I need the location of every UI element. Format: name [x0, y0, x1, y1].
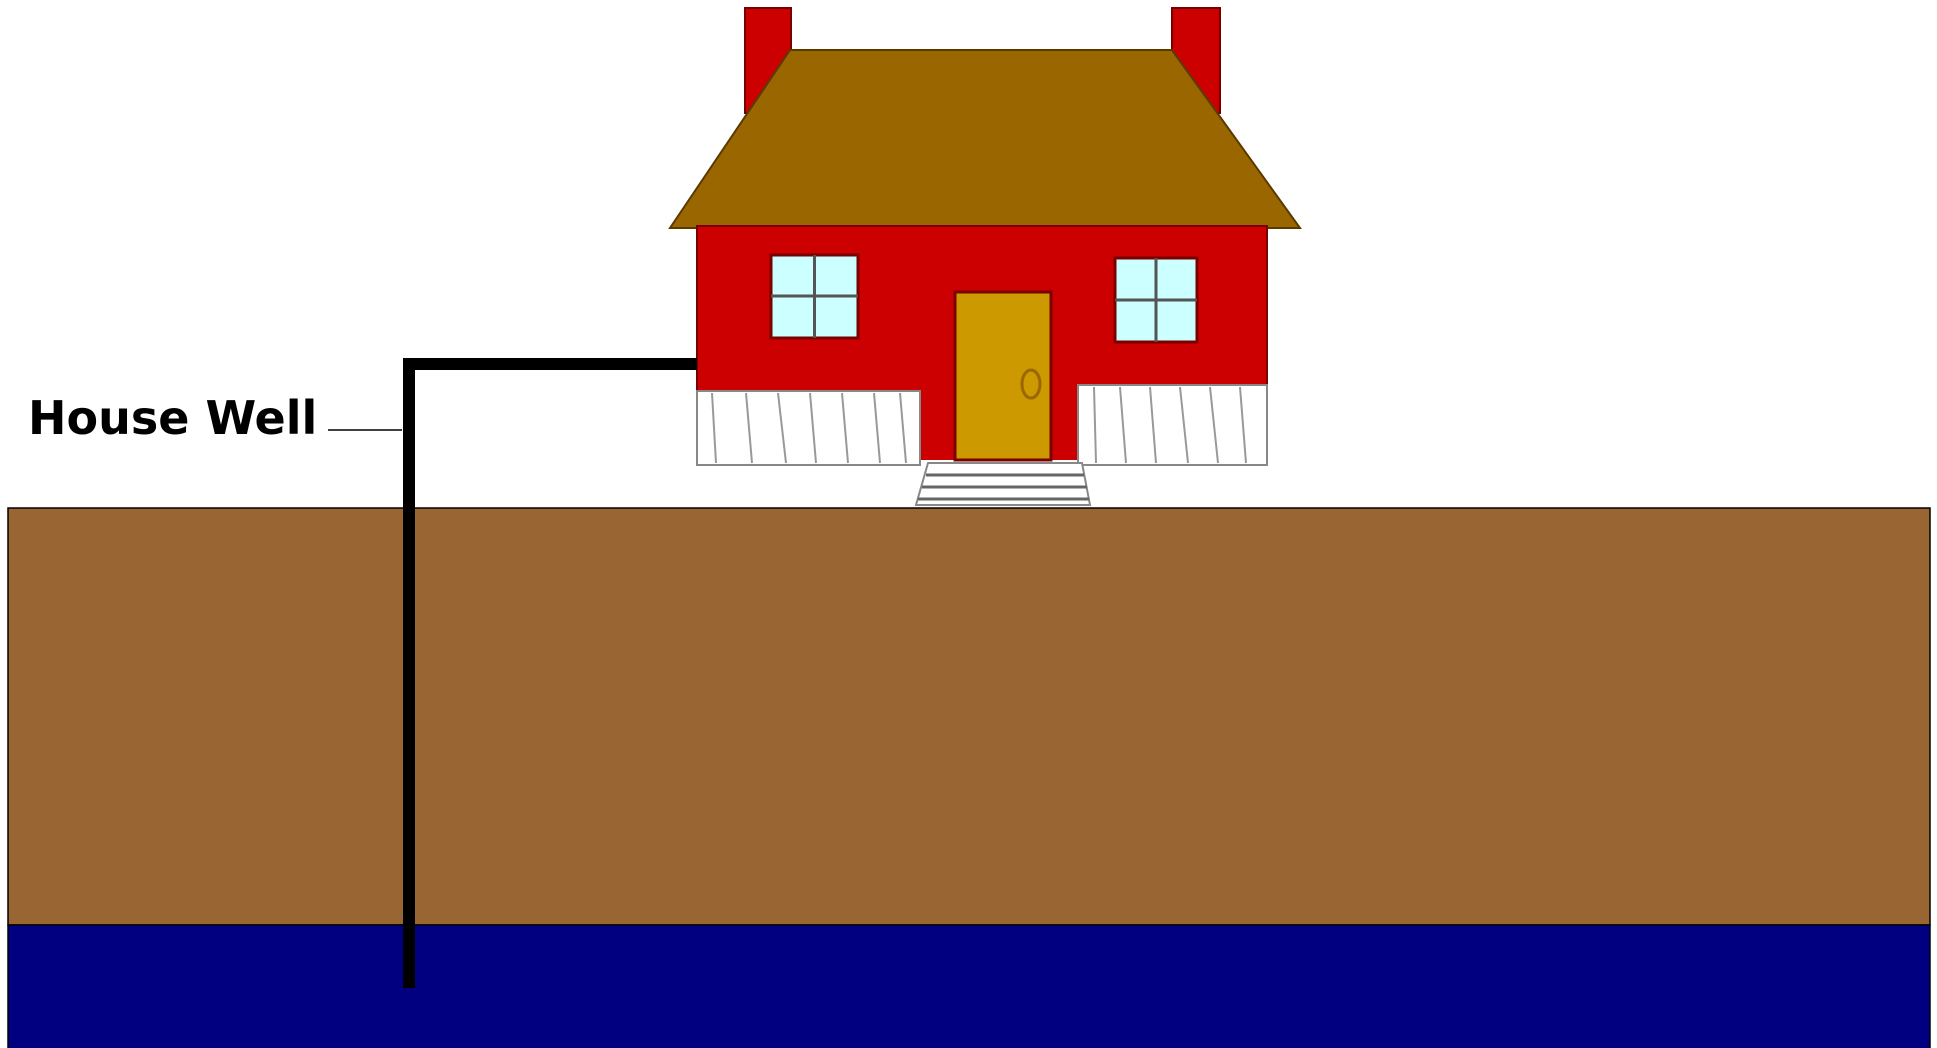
- groundwater-layer: [8, 925, 1930, 1048]
- right-foundation-lattice: [1078, 385, 1267, 465]
- left-window: [771, 255, 858, 338]
- left-foundation-lattice: [697, 391, 920, 465]
- front-door: [955, 292, 1051, 460]
- right-window: [1115, 258, 1197, 342]
- well-label: House Well: [28, 391, 317, 445]
- front-steps: [916, 463, 1090, 505]
- house-icon: [670, 8, 1300, 505]
- soil-layer: [8, 508, 1930, 925]
